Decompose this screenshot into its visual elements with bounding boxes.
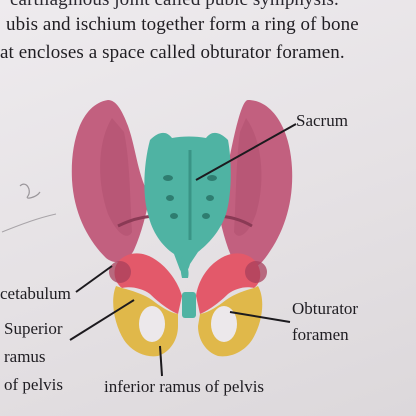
inferior-ramus-leader-line [159,345,163,377]
acetabulum-leader-line [75,265,113,293]
pencil-scribble [19,183,41,199]
left-pubis [114,253,182,314]
label-superior-ramus-1: Superior [4,319,63,338]
paragraph-line-1: cartilaginous joint called pubic symphys… [10,0,339,11]
left-acetabulum [109,261,131,283]
sacrum [144,132,231,273]
label-acetabulum: cetabulum [0,284,71,303]
label-superior-ramus-3: of pelvis [4,375,64,394]
right-acetabulum [245,261,267,283]
superior-ramus-leader-line [69,299,135,341]
right-obturator-foramen [211,306,237,342]
paragraph-line-2: ubis and ischium together form a ring of… [6,14,359,35]
obturator-leader-line [229,311,291,323]
label-inferior-ramus: inferior ramus of pelvis [104,377,265,396]
sacrum-leader-line [195,123,297,181]
label-obturator-2: foramen [292,325,349,344]
left-obturator-foramen [139,306,165,342]
pubic-symphysis [182,292,196,318]
coccyx [180,256,189,278]
right-pubis [196,253,261,314]
label-sacrum: Sacrum [296,111,348,130]
label-superior-ramus-2: ramus [4,347,46,366]
paragraph-line-3: at encloses a space called obturator for… [0,42,345,63]
label-obturator-1: Obturator [292,299,359,318]
